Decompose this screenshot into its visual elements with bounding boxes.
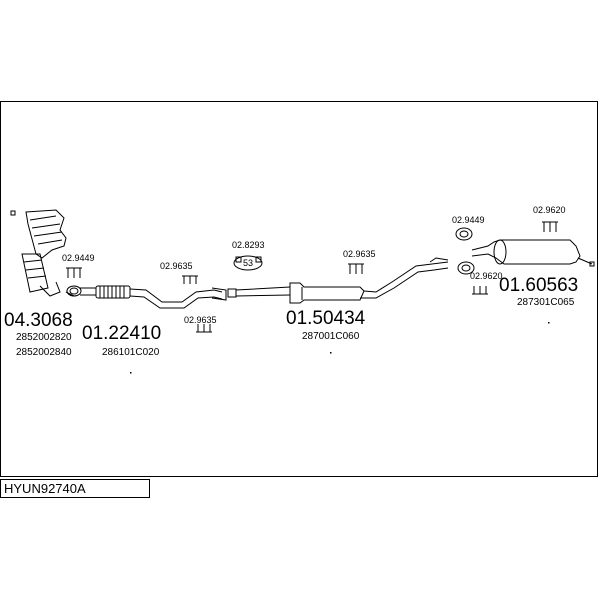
accessory-code: 02.9449 bbox=[452, 215, 485, 225]
hanger-rubber-icon bbox=[348, 263, 364, 274]
part-number: 01.60563 bbox=[499, 275, 578, 296]
front-pipe-icon bbox=[66, 285, 227, 309]
hanger-rubber-icon bbox=[472, 286, 488, 295]
accessory-code: 02.9620 bbox=[470, 271, 503, 281]
clamp-icon bbox=[66, 267, 82, 278]
part-number: 04.3068 bbox=[4, 310, 73, 331]
clamp-icon bbox=[457, 261, 475, 275]
oem-reference: 287301C065 bbox=[517, 297, 575, 308]
hanger-rubber-icon bbox=[196, 324, 212, 333]
oem-reference: 2852002840 bbox=[16, 347, 72, 358]
accessory-code: 02.9620 bbox=[533, 205, 566, 215]
part-number: 01.22410 bbox=[82, 323, 161, 344]
accessory-code: 02.9635 bbox=[184, 315, 217, 325]
gasket-badge: 53 bbox=[243, 258, 253, 268]
rear-silencer-icon bbox=[471, 239, 595, 267]
diagram-title: HYUN92740A bbox=[4, 481, 86, 496]
diagram-frame bbox=[0, 101, 598, 477]
hanger-rubber-icon bbox=[182, 275, 198, 284]
oem-reference: 287001C060 bbox=[302, 331, 360, 342]
centre-silencer-icon bbox=[227, 257, 449, 304]
diagram-title-box: HYUN92740A bbox=[0, 479, 150, 498]
oem-reference: 2852002820 bbox=[16, 332, 72, 343]
marker-dots bbox=[130, 322, 550, 374]
oem-reference: 286101C020 bbox=[102, 347, 160, 358]
part-number: 01.50434 bbox=[286, 308, 366, 329]
clamp-icon bbox=[455, 227, 473, 241]
accessory-code: 02.9449 bbox=[62, 253, 95, 263]
accessory-code: 02.8293 bbox=[232, 240, 265, 250]
gasket-icon bbox=[233, 255, 263, 271]
accessory-code: 02.9635 bbox=[343, 249, 376, 259]
accessory-code: 02.9635 bbox=[160, 261, 193, 271]
hanger-rubber-icon bbox=[542, 221, 558, 232]
